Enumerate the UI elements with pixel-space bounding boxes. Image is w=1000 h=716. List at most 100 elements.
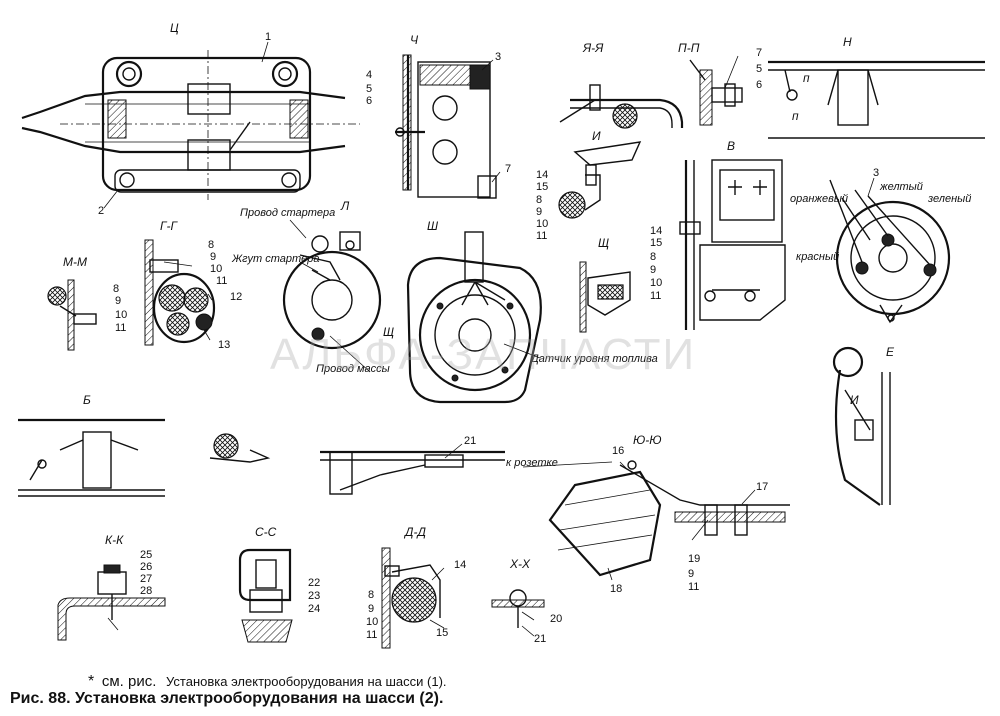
callout-10-v: 10	[650, 277, 662, 289]
view-label-yu: Ю-Ю	[633, 433, 662, 447]
view-dd-section	[381, 547, 441, 649]
label-datchik: Датчик уровня топлива	[529, 353, 658, 365]
view-label-ss: С-С	[255, 525, 277, 539]
callout-9-i: 9	[536, 206, 542, 218]
label-k-rozetke: к розетке	[506, 457, 558, 469]
view-gg-harness	[144, 239, 216, 346]
label-zhgut-startera: Жгут стартера	[231, 253, 320, 265]
callout-8-g: 8	[208, 239, 214, 251]
callout-12: 12	[230, 291, 242, 303]
callout-21-x: 21	[534, 633, 546, 645]
view-sh-fuel-sensor	[406, 231, 542, 404]
callout-11-i: 11	[536, 230, 547, 242]
view-label-shch: Щ	[598, 236, 609, 250]
callout-3: 3	[495, 51, 501, 63]
view-label-mm: М-М	[63, 255, 87, 269]
callout-24: 24	[308, 603, 320, 615]
view-xx-section	[491, 589, 545, 628]
view-v-relay-box	[679, 159, 786, 330]
view-p-section	[689, 59, 743, 126]
callout-15-i: 15	[536, 181, 548, 193]
view-mm-section	[47, 279, 97, 351]
callout-28: 28	[140, 585, 152, 597]
callout-1: 1	[265, 31, 271, 43]
view-label-xx: Х-Х	[509, 557, 531, 571]
view-i-clamp	[558, 141, 642, 219]
callout-9-m: 9	[115, 295, 121, 307]
callout-17: 17	[756, 481, 768, 493]
callout-11-v: 11	[650, 290, 661, 302]
callout-14-v: 14	[650, 225, 662, 237]
callout-4: 4	[366, 69, 372, 81]
view-kk-section	[57, 564, 166, 641]
view-e-frame	[832, 346, 891, 506]
leader-lines-path	[103, 41, 875, 637]
view-label-kk: К-К	[105, 533, 124, 547]
section-mark-shch: Щ	[383, 325, 394, 339]
callout-8-d: 8	[368, 589, 374, 601]
section-mark-p-top: п	[803, 71, 810, 85]
callout-21: 21	[464, 435, 476, 447]
callout-10-i: 10	[536, 218, 548, 230]
view-label-b: Б	[83, 393, 91, 407]
view-ss-section	[238, 548, 293, 643]
callout-20: 20	[550, 613, 562, 625]
callout-11-yu: 11	[688, 581, 699, 593]
callout-27: 27	[140, 573, 152, 585]
callout-9-g: 9	[210, 251, 216, 263]
callout-5: 5	[366, 83, 372, 95]
view-b-frame	[18, 418, 165, 497]
callout-26: 26	[140, 561, 152, 573]
view-label-c: Ц	[170, 21, 179, 35]
callout-10-d: 10	[366, 616, 378, 628]
callout-5-pp: 5	[756, 63, 762, 75]
callout-19: 19	[688, 553, 700, 565]
label-zheltyi: желтый	[879, 181, 923, 193]
callout-8-v: 8	[650, 251, 656, 263]
view-label-dd: Д-Д	[403, 525, 426, 539]
view-label-i: И	[592, 129, 601, 143]
section-mark-p-bottom: п	[792, 109, 799, 123]
label-provod-startera-text: Провод стартера	[240, 207, 335, 219]
callout-6: 6	[366, 95, 372, 107]
callout-15-v: 15	[650, 237, 662, 249]
view-label-p: П-П	[678, 41, 700, 55]
label-provod-startera: Провод стартера	[240, 207, 335, 219]
view-yu-socket	[548, 460, 790, 577]
callout-10-g: 10	[210, 263, 222, 275]
cable-clip	[209, 433, 271, 463]
callout-11-d: 11	[366, 629, 377, 641]
footnote-marker: *	[88, 673, 95, 690]
mudguard-bracket	[320, 450, 505, 495]
callout-9-yu: 9	[688, 568, 694, 580]
view-label-g: Г-Г	[160, 219, 179, 233]
callout-7: 7	[505, 163, 511, 175]
footnote-ref-title: Установка электрооборудования на шасси (…	[166, 674, 447, 689]
view-n-frame	[768, 60, 985, 139]
view-c-connector-block	[21, 50, 360, 200]
view-label-ya: Я-Я	[582, 41, 604, 55]
callout-16: 16	[612, 445, 624, 457]
view-shch-clip	[579, 261, 631, 333]
view-label-v: В	[727, 139, 735, 153]
footnote: * см. рис. Установка электрооборудования…	[88, 673, 447, 691]
figure-caption: Рис. 88. Установка электрооборудования н…	[10, 690, 444, 707]
view-ya-section	[559, 84, 684, 129]
label-oranzhevyi: оранжевый	[790, 193, 848, 205]
callout-11-g: 11	[216, 275, 227, 287]
callout-23: 23	[308, 590, 320, 602]
callout-11-m: 11	[115, 322, 126, 334]
callout-14-i: 14	[536, 169, 548, 181]
view-label-n: Н	[843, 35, 852, 49]
callout-2: 2	[98, 205, 104, 217]
callout-25: 25	[140, 549, 152, 561]
callout-10-m: 10	[115, 309, 127, 321]
callout-13: 13	[218, 339, 230, 351]
callout-7-pp: 7	[756, 47, 762, 59]
section-mark-i: И	[850, 393, 859, 407]
label-provod-massy: Провод массы	[316, 363, 390, 375]
view-label-sh: Ш	[427, 219, 439, 233]
callout-6-pp: 6	[756, 79, 762, 91]
view-label-l: Л	[340, 199, 350, 213]
